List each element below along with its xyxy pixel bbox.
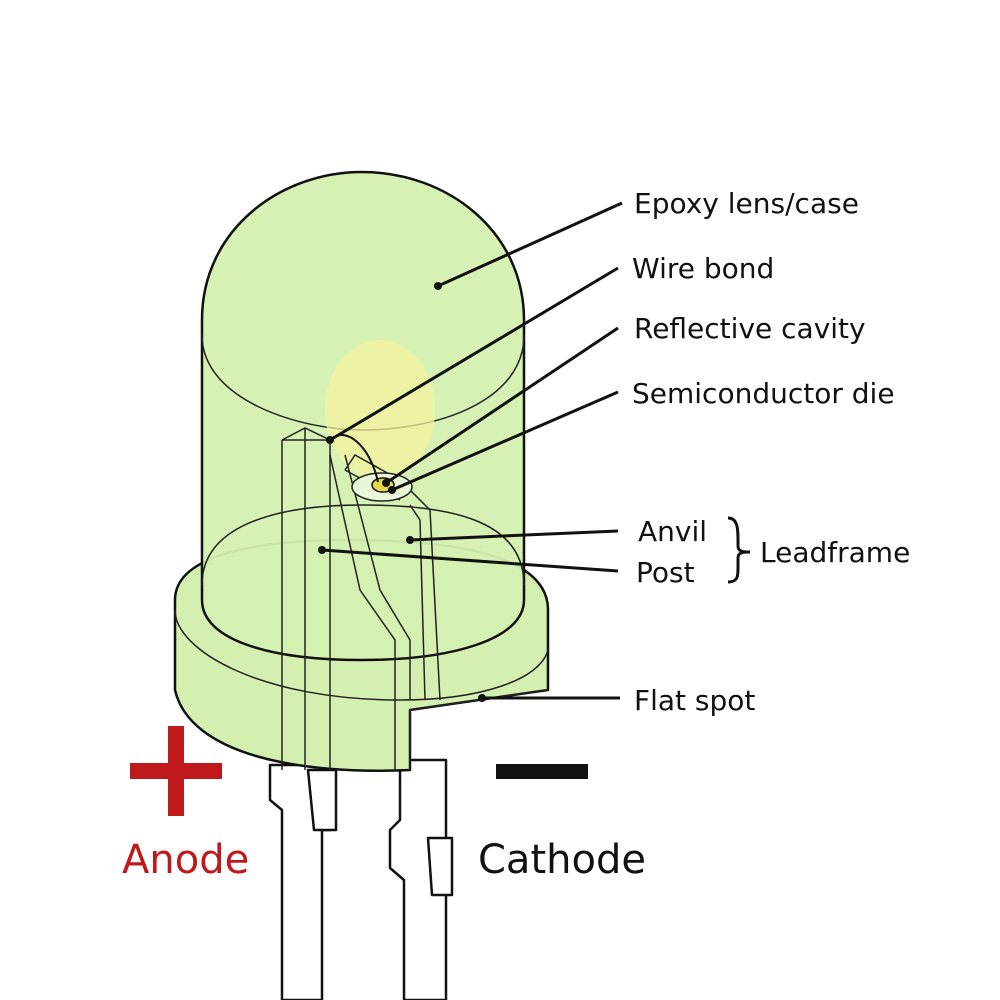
label-wire-bond: Wire bond [632, 252, 774, 285]
label-reflective-cavity: Reflective cavity [634, 312, 866, 345]
label-leadframe: Leadframe [760, 536, 910, 569]
cathode-lead [388, 758, 454, 1000]
plus-sign-icon [130, 726, 222, 816]
label-anvil: Anvil [638, 515, 707, 548]
label-anode: Anode [122, 837, 249, 883]
label-epoxy-lens: Epoxy lens/case [634, 187, 859, 220]
anode-lead [268, 763, 338, 1000]
label-flat-spot: Flat spot [634, 684, 755, 717]
minus-sign-icon [496, 764, 588, 779]
label-cathode: Cathode [478, 837, 646, 883]
post [281, 427, 331, 770]
label-post: Post [636, 556, 695, 589]
label-semiconductor-die: Semiconductor die [632, 377, 895, 410]
leader-lines [318, 201, 751, 702]
